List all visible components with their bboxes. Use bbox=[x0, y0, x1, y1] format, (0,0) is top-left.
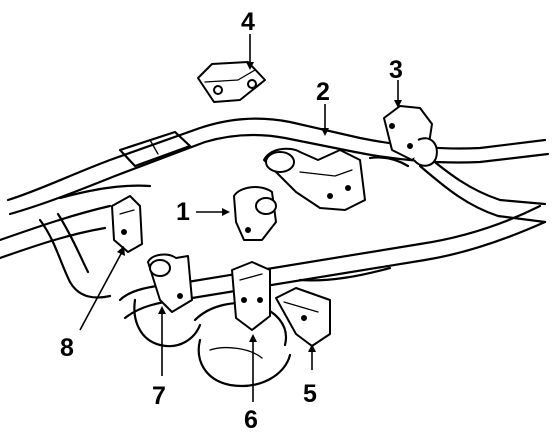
part-5-bracket bbox=[275, 287, 331, 347]
frame-rails bbox=[0, 117, 550, 388]
callout-5: 5 bbox=[303, 380, 317, 408]
part-4-bracket bbox=[197, 61, 266, 103]
part-1-mount bbox=[233, 186, 277, 241]
part-6-bracket bbox=[231, 261, 271, 331]
callout-2: 2 bbox=[316, 78, 330, 106]
callout-6: 6 bbox=[244, 406, 258, 434]
leader-lines bbox=[79, 34, 402, 402]
part-7-mount bbox=[147, 253, 193, 313]
callout-7: 7 bbox=[152, 382, 166, 410]
part-8-bracket bbox=[111, 195, 143, 253]
part-2-mount bbox=[263, 147, 366, 211]
callout-labels: 4 2 3 1 8 7 6 5 bbox=[60, 8, 403, 434]
callout-4: 4 bbox=[241, 8, 255, 36]
callout-8: 8 bbox=[60, 334, 74, 362]
callout-1: 1 bbox=[176, 198, 190, 226]
part-3-mount bbox=[368, 105, 438, 168]
callout-3: 3 bbox=[389, 56, 403, 84]
